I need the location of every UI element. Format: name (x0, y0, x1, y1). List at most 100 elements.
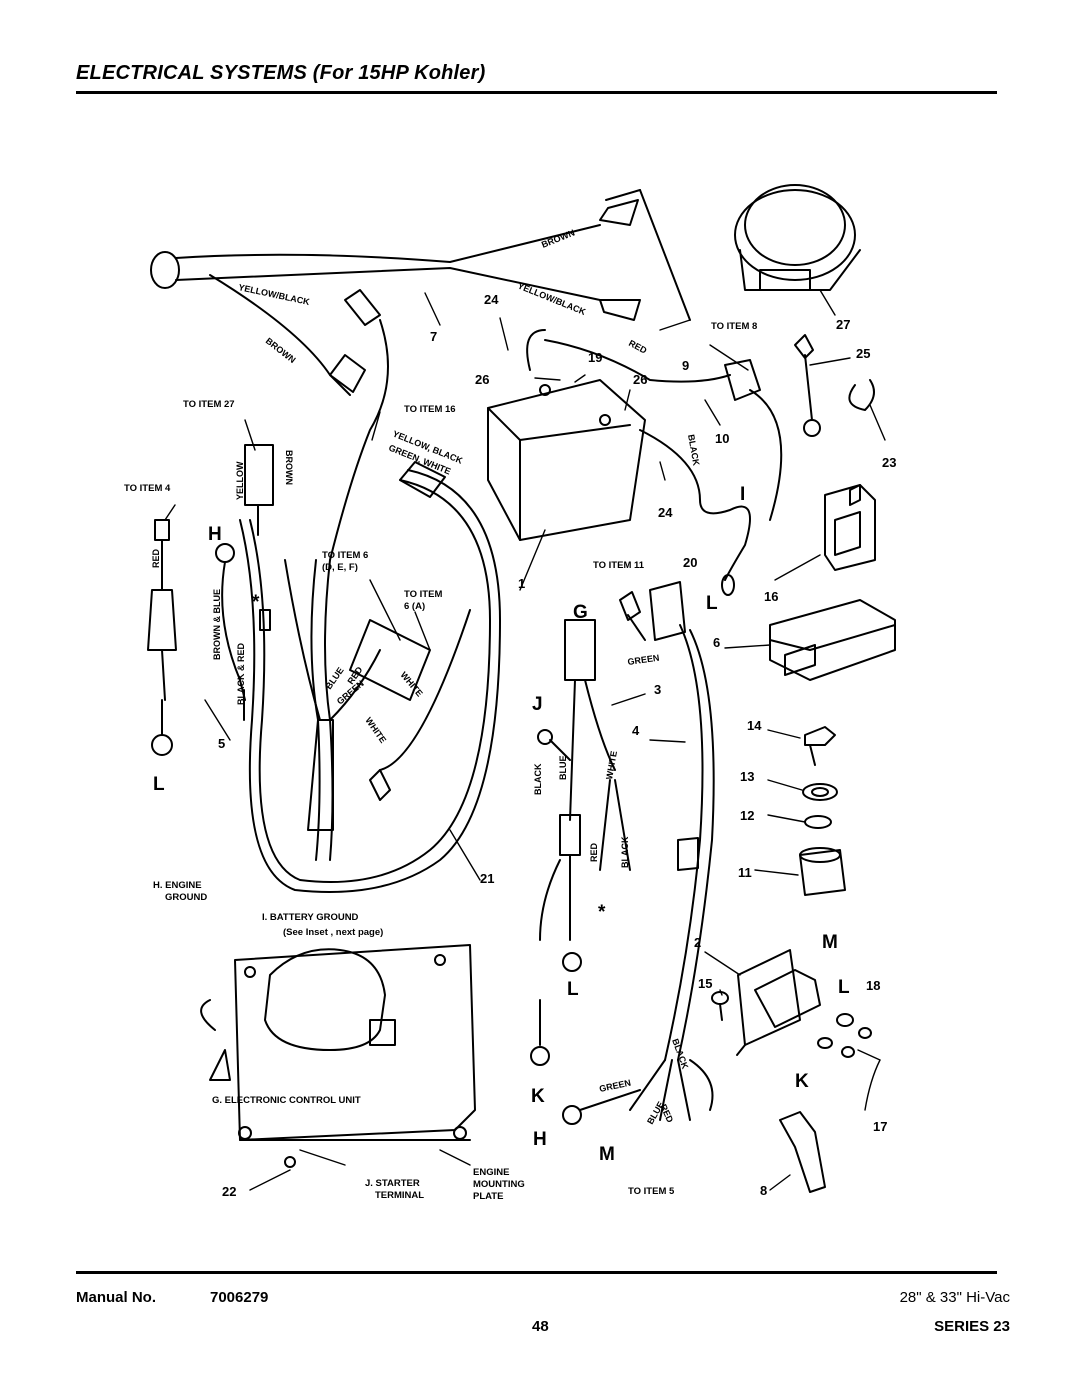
callout-10: 10 (715, 431, 729, 446)
fuse-holder-item-25 (794, 334, 875, 437)
letter-m1: M (822, 932, 838, 953)
wire-label-yellow: YELLOW (235, 461, 245, 500)
callout-22: 22 (222, 1184, 236, 1199)
letter-l4: L (838, 977, 850, 998)
note-engine-plate-1: ENGINE (473, 1167, 509, 1178)
callout-25: 25 (856, 346, 870, 361)
model-name: 28" & 33" Hi-Vac (899, 1289, 1010, 1306)
callout-1: 1 (518, 576, 525, 591)
callout-24b: 24 (658, 505, 673, 520)
wire-label-white-j: WHITE (604, 750, 619, 780)
note-ecu: G. ELECTRONIC CONTROL UNIT (212, 1095, 361, 1106)
letter-j: J (532, 694, 543, 715)
wire-label-black-batt: BLACK (686, 434, 701, 467)
note-to-item-11: TO ITEM 11 (593, 560, 645, 571)
letter-m2: M (599, 1144, 615, 1165)
callout-4: 4 (632, 723, 640, 738)
letter-g: G (573, 602, 588, 623)
harness-item-7 (150, 189, 691, 561)
letter-l3: L (567, 979, 579, 1000)
wire-label-blue-j: BLUE (558, 756, 568, 781)
note-to-item-6def-1: TO ITEM 6 (322, 550, 368, 561)
callout-26b: 26 (633, 372, 647, 387)
note-to-item-6def-2: (D, E, F) (322, 562, 358, 573)
callout-5: 5 (218, 736, 225, 751)
wire-label-black-j2: BLACK (620, 836, 630, 868)
wire-label-white-low: WHITE (363, 715, 388, 744)
asterisk-right: * (598, 902, 606, 923)
wire-label-green-bottom: GREEN (598, 1078, 631, 1094)
callout-11: 11 (738, 865, 752, 880)
note-starter-terminal-2: TERMINAL (375, 1190, 424, 1201)
note-to-item-16: TO ITEM 16 (404, 404, 456, 415)
note-to-item-6a-1: TO ITEM (404, 589, 442, 600)
wire-label-brown-left: BROWN (264, 336, 298, 365)
note-to-item-4: TO ITEM 4 (124, 483, 171, 494)
key-switch-parts (799, 726, 846, 896)
wire-label-brown-top: BROWN (540, 227, 576, 249)
wire-label-red-left: RED (151, 548, 161, 568)
footer-rule (76, 1271, 997, 1274)
letter-h2: H (533, 1129, 547, 1150)
callout-18: 18 (866, 978, 880, 993)
note-h-engine-ground-1: H. ENGINE (153, 880, 202, 891)
series-name: SERIES 23 (934, 1318, 1010, 1335)
letter-h1: H (208, 524, 222, 545)
note-to-item-5: TO ITEM 5 (628, 1186, 675, 1197)
callout-23: 23 (882, 455, 896, 470)
letter-k1: K (531, 1086, 545, 1107)
wire-label-yellow-black-left: YELLOW/BLACK (238, 282, 311, 307)
letter-l2: L (706, 593, 718, 614)
callout-16: 16 (764, 589, 778, 604)
callout-6: 6 (713, 635, 720, 650)
note-engine-plate-2: MOUNTING (473, 1179, 525, 1190)
note-h-engine-ground-2: GROUND (165, 892, 207, 903)
page-title: ELECTRICAL SYSTEMS (For 15HP Kohler) (76, 62, 486, 84)
callout-2: 2 (694, 935, 701, 950)
letter-k2: K (795, 1071, 809, 1092)
engine-block (200, 944, 476, 1168)
letter-l1: L (153, 774, 165, 795)
letter-i: I (740, 484, 745, 505)
asterisk-left: * (252, 592, 260, 613)
wire-label-brown-conn: BROWN (284, 450, 294, 485)
ignition-module-item-2 (711, 949, 872, 1058)
battery-cables (526, 329, 783, 596)
harness-item-4 (537, 581, 715, 1121)
wire-label-black-j: BLACK (533, 763, 543, 795)
starter-solenoid-item-27 (734, 184, 861, 291)
callout-7: 7 (430, 329, 437, 344)
harness-item-21 (239, 444, 501, 893)
note-to-item-8: TO ITEM 8 (711, 321, 757, 332)
leader-lines (164, 289, 886, 1191)
manual-number: 7006279 (210, 1289, 269, 1306)
battery-item-1 (487, 379, 646, 541)
wire-label-yellow-black-right: YELLOW/BLACK (516, 281, 587, 318)
wire-item-20 (530, 999, 641, 1125)
note-see-inset: (See Inset , next page) (283, 927, 383, 938)
callout-15: 15 (698, 976, 712, 991)
wire-label-brown-blue: BROWN & BLUE (212, 589, 222, 660)
note-starter-terminal-1: J. STARTER (365, 1178, 420, 1189)
bracket-item-8 (779, 1111, 826, 1193)
callout-17: 17 (873, 1119, 887, 1134)
callout-24a: 24 (484, 292, 499, 307)
title-rule (76, 91, 997, 94)
wire-label-red-top: RED (627, 338, 649, 356)
note-battery-ground: I. BATTERY GROUND (262, 912, 359, 923)
callout-9: 9 (682, 358, 689, 373)
callout-14: 14 (747, 718, 762, 733)
manual-label: Manual No. (76, 1289, 157, 1306)
note-to-item-27: TO ITEM 27 (183, 399, 235, 410)
note-to-item-6a-2: 6 (A) (404, 601, 425, 612)
note-engine-plate-3: PLATE (473, 1191, 503, 1202)
callout-20: 20 (683, 555, 697, 570)
callout-12: 12 (740, 808, 754, 823)
callout-19: 19 (588, 350, 602, 365)
callout-13: 13 (740, 769, 754, 784)
relay-item-16 (824, 484, 876, 571)
wire-label-green-top: GREEN (627, 653, 660, 667)
callout-21: 21 (480, 871, 494, 886)
wire-label-black-red: BLACK & RED (236, 643, 246, 705)
